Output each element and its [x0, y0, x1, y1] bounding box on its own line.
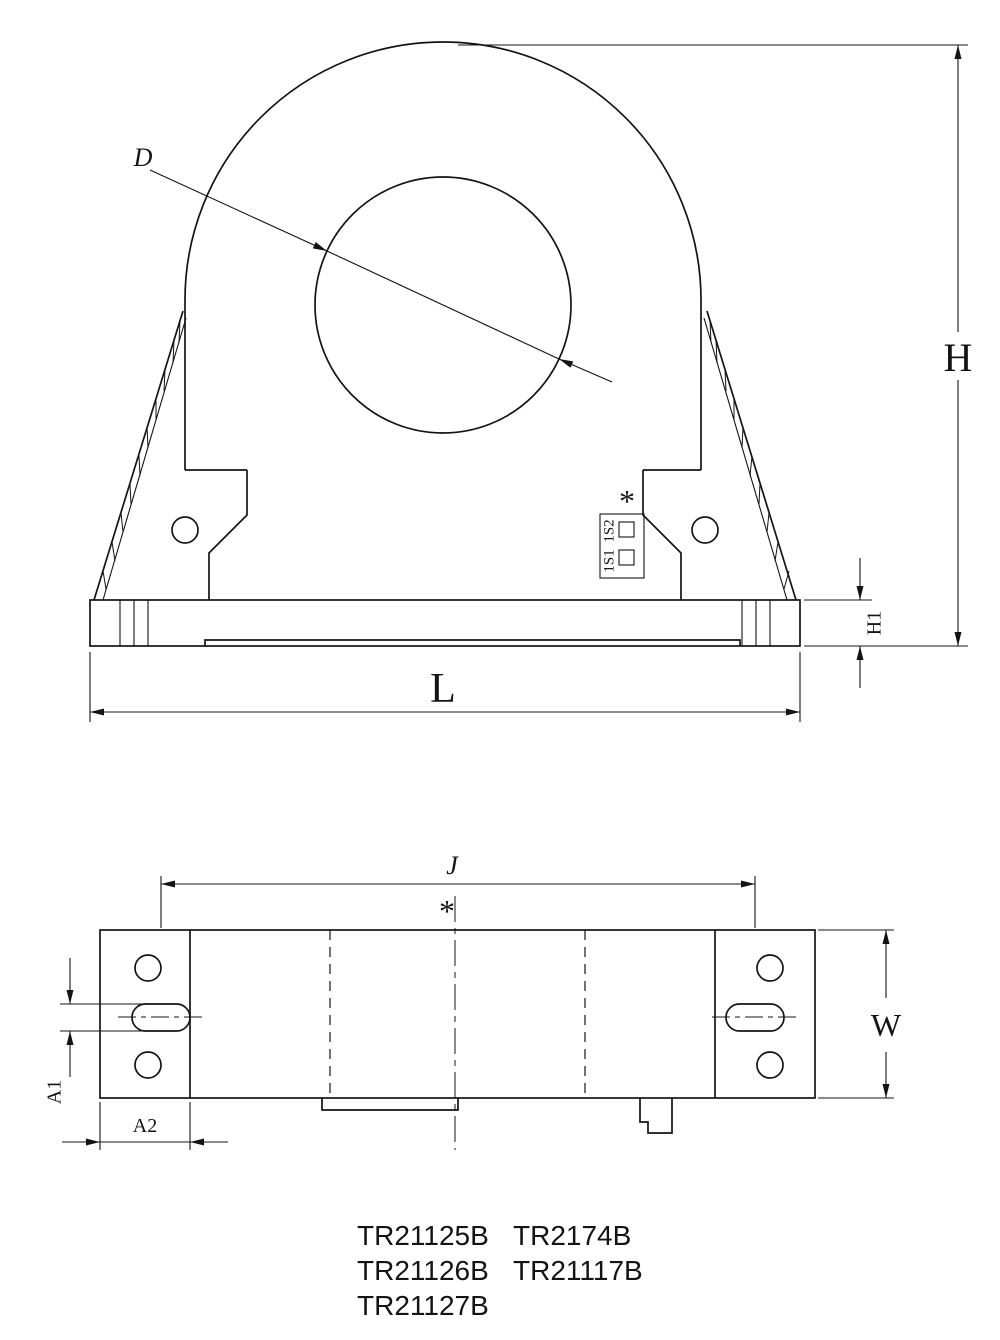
terminal-label-1s2: 1S2: [601, 519, 617, 542]
gusset-left: [93, 310, 187, 601]
plan-body: [99, 929, 816, 1099]
part-number: TR21117B: [513, 1255, 643, 1286]
terminal-pin-top: [618, 521, 635, 538]
dimension-d: D: [133, 143, 613, 383]
terminal-pin-bottom: [618, 549, 635, 566]
front-view-outline: [89, 41, 801, 647]
asterisk-mark-plan: *: [439, 893, 455, 929]
dimension-j: J *: [160, 851, 756, 929]
terminal-block: 1S2 1S1 *: [599, 483, 645, 579]
plan-hole-right-bottom: [756, 1051, 784, 1079]
right-foot: [642, 470, 682, 600]
left-foot: [208, 470, 248, 600]
mounting-hole-left: [171, 516, 199, 544]
asterisk-mark-front: *: [619, 483, 635, 519]
part-number-list: TR21125B TR2174B TR21126B TR21117B TR211…: [357, 1220, 643, 1321]
dimension-a2: A2: [62, 1102, 228, 1150]
part-number: TR21126B: [357, 1255, 489, 1286]
plan-hidden-lines: [329, 930, 586, 1098]
terminal-label-1s1: 1S1: [601, 549, 617, 572]
dim-label-w: W: [871, 1007, 902, 1043]
plan-holes: [118, 954, 798, 1079]
dim-label-h: H: [944, 335, 973, 380]
plan-view-outline: [99, 929, 816, 1134]
dimension-l: L: [89, 652, 801, 722]
dome-arc: [184, 41, 702, 301]
dim-label-d: D: [133, 143, 153, 172]
plan-hole-right-top: [756, 954, 784, 982]
dim-label-j: J: [446, 851, 459, 880]
bottom-connector: [639, 1098, 673, 1134]
dimension-h1: H1: [804, 558, 886, 688]
bottom-tab: [321, 1098, 459, 1111]
part-number: TR2174B: [513, 1220, 631, 1251]
front-view: 1S2 1S1 * D H H1: [89, 41, 973, 722]
dimension-a1: A1: [44, 958, 148, 1104]
base-plate: [89, 599, 801, 647]
part-number: TR21125B: [357, 1220, 489, 1251]
plan-hole-left-bottom: [134, 1051, 162, 1079]
plan-hole-left-top: [134, 954, 162, 982]
dim-label-l: L: [430, 666, 456, 712]
part-number: TR21127B: [357, 1290, 489, 1321]
dimension-w: W: [818, 929, 902, 1099]
gusset-right: [703, 310, 797, 601]
dim-label-a1: A1: [44, 1080, 66, 1104]
plan-view: J * W A1 A2: [44, 851, 902, 1150]
base-recess: [204, 639, 741, 646]
dimension-h: H: [458, 44, 973, 647]
center-aperture: [314, 176, 572, 434]
dim-label-h1: H1: [864, 611, 886, 635]
mounting-hole-right: [691, 516, 719, 544]
dim-label-a2: A2: [133, 1115, 157, 1137]
